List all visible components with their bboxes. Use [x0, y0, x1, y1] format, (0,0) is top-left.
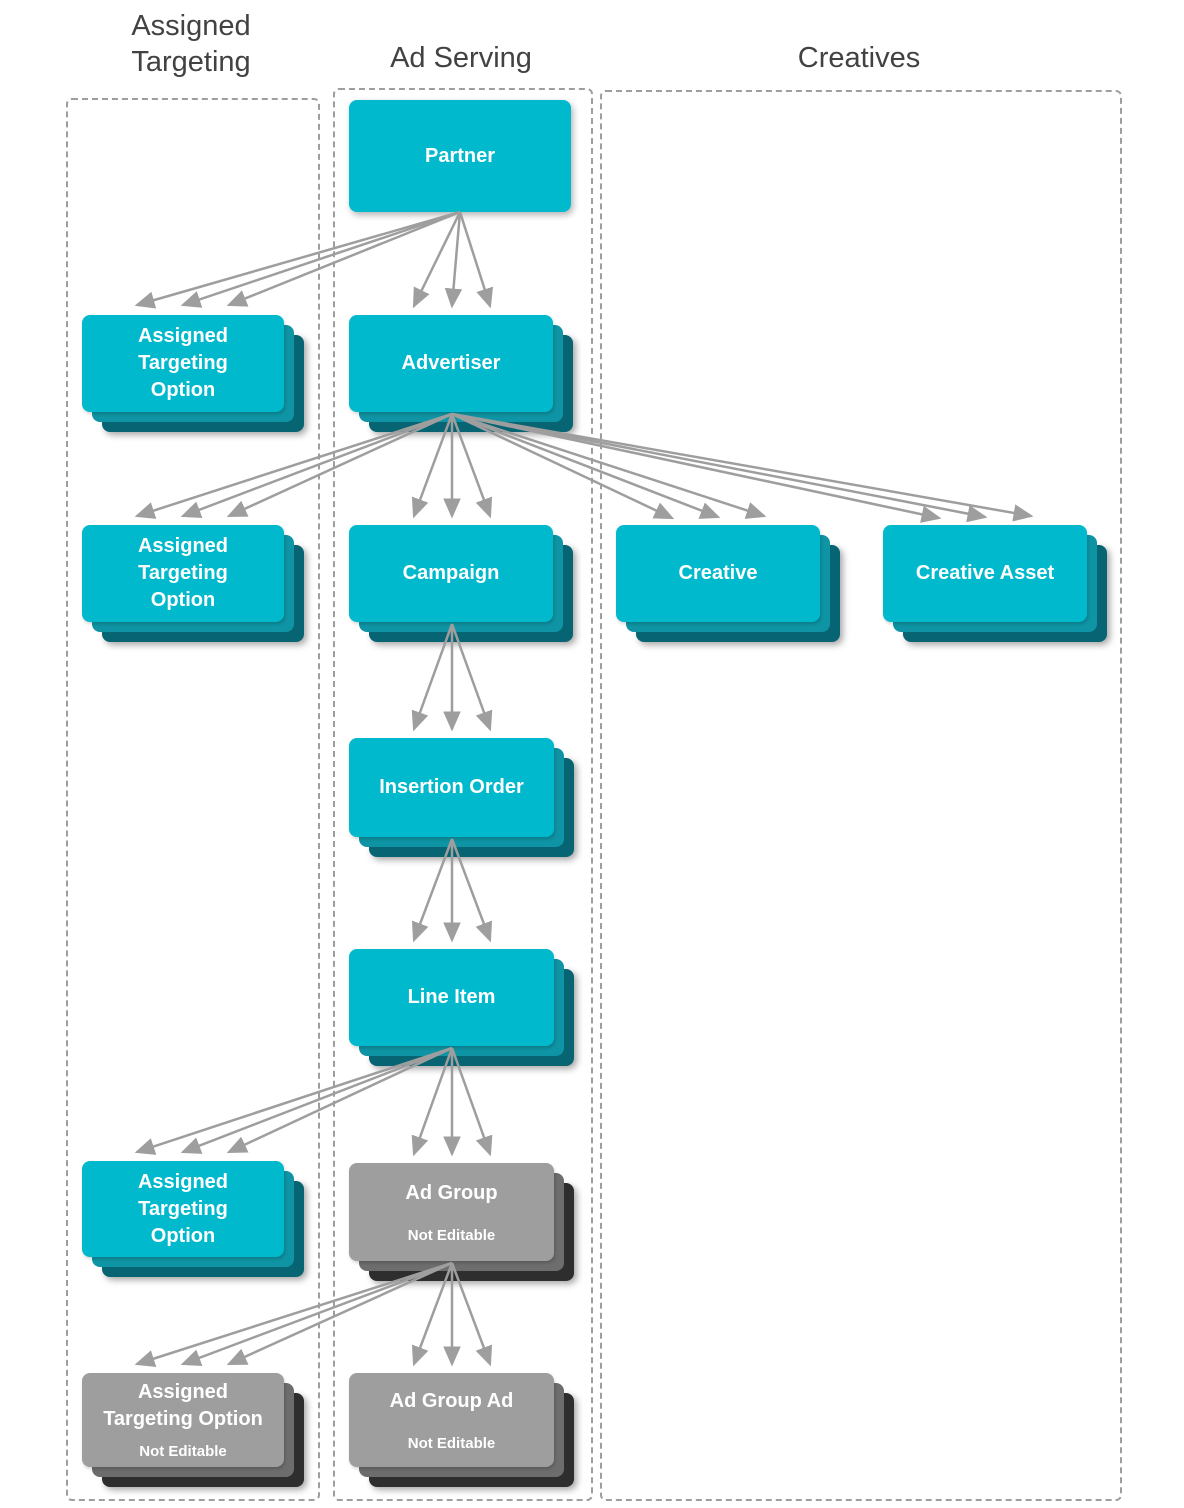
- node-ad-group-ad: Ad Group Ad Not Editable: [349, 1373, 574, 1487]
- node-face: Assigned Targeting Option: [82, 1161, 284, 1257]
- column-header-label: Creatives: [797, 42, 921, 74]
- node-face: Partner: [349, 100, 571, 212]
- column-header-creatives: Creatives: [600, 40, 1118, 76]
- node-assigned-targeting-option-partner: Assigned Targeting Option: [82, 315, 304, 432]
- node-label: Campaign: [402, 562, 500, 584]
- node-assigned-targeting-option-line-item: Assigned Targeting Option: [82, 1161, 304, 1277]
- node-sublabel: Not Editable: [139, 1443, 227, 1460]
- node-face: Campaign: [349, 525, 553, 622]
- node-face: Ad Group Ad Not Editable: [349, 1373, 554, 1467]
- node-label: Partner: [424, 144, 496, 167]
- node-sublabel: Not Editable: [407, 1226, 496, 1244]
- node-label: Creative Asset: [915, 562, 1055, 584]
- node-assigned-targeting-option-ad-group: Assigned Targeting Option Not Editable: [82, 1373, 304, 1487]
- node-face: Creative: [616, 525, 820, 622]
- node-label: Line Item: [407, 986, 496, 1008]
- node-face: Advertiser: [349, 315, 553, 412]
- node-face: Line Item: [349, 949, 554, 1046]
- node-face: Creative Asset: [883, 525, 1087, 622]
- node-insertion-order: Insertion Order: [349, 738, 574, 857]
- node-label: Insertion Order: [379, 776, 524, 798]
- node-advertiser: Advertiser: [349, 315, 573, 432]
- node-creative: Creative: [616, 525, 840, 642]
- node-label: Assigned Targeting Option: [137, 535, 229, 611]
- node-label: Assigned Targeting Option: [137, 325, 229, 401]
- node-line-item: Line Item: [349, 949, 574, 1066]
- node-label: Ad Group: [405, 1181, 498, 1204]
- node-face: Assigned Targeting Option: [82, 525, 284, 622]
- node-label: Advertiser: [401, 352, 501, 374]
- node-face: Insertion Order: [349, 738, 554, 837]
- node-creative-asset: Creative Asset: [883, 525, 1107, 642]
- column-header-label: Ad Serving: [390, 42, 532, 74]
- node-label: Ad Group Ad: [389, 1389, 514, 1412]
- column-ad-serving: [333, 88, 593, 1501]
- column-assigned-targeting: [66, 98, 320, 1501]
- column-creatives: [600, 90, 1122, 1501]
- node-label: Assigned Targeting Option: [137, 1170, 229, 1247]
- column-header-assigned-targeting: Assigned Targeting: [66, 8, 316, 80]
- node-face: Assigned Targeting Option: [82, 315, 284, 412]
- node-label: Creative: [678, 562, 758, 584]
- node-face: Ad Group Not Editable: [349, 1163, 554, 1261]
- node-partner: Partner: [349, 100, 571, 212]
- node-assigned-targeting-option-advertiser: Assigned Targeting Option: [82, 525, 304, 642]
- node-ad-group: Ad Group Not Editable: [349, 1163, 574, 1281]
- column-header-ad-serving: Ad Serving: [333, 40, 589, 76]
- node-face: Assigned Targeting Option Not Editable: [82, 1373, 284, 1467]
- node-campaign: Campaign: [349, 525, 573, 642]
- node-sublabel: Not Editable: [407, 1434, 496, 1452]
- column-header-label: Assigned Targeting: [131, 10, 251, 78]
- node-label: Assigned Targeting Option: [103, 1381, 263, 1430]
